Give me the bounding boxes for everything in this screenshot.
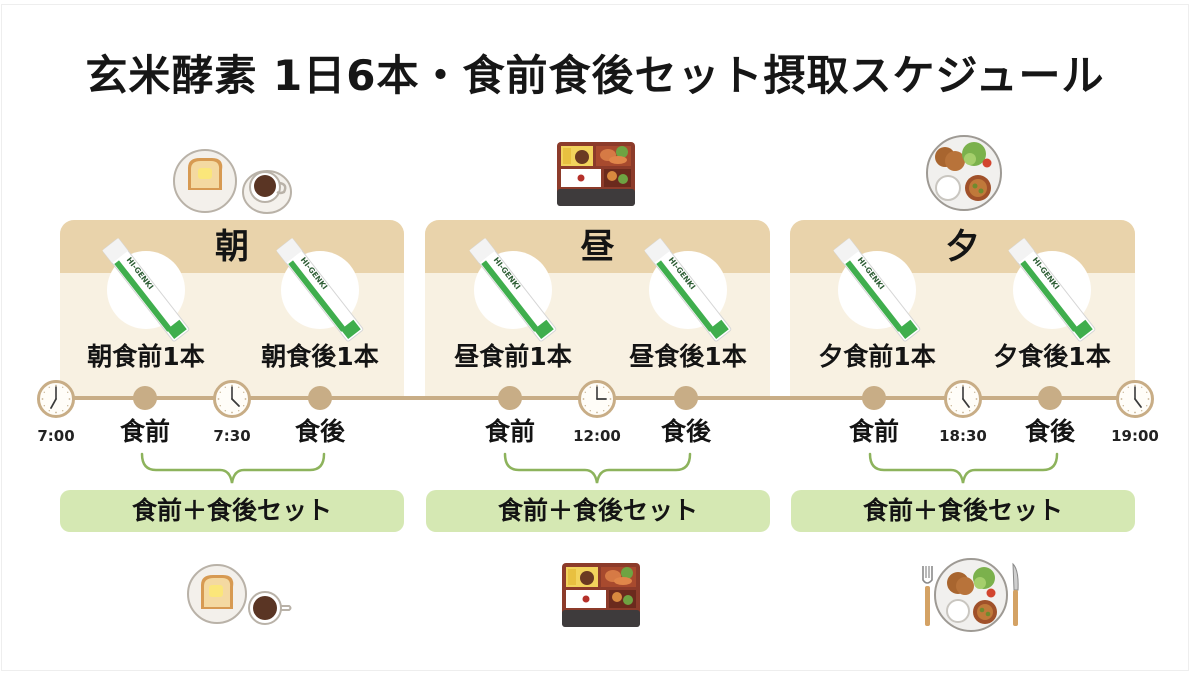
bracket-noon — [503, 452, 692, 484]
clock-icon — [944, 380, 982, 418]
page-title: 玄米酵素 1日6本・食前食後セット摂取スケジュール — [85, 51, 1105, 100]
timeline-dot — [133, 386, 157, 410]
image-frame — [1, 4, 1189, 671]
timing-label-before: 食前 — [119, 417, 170, 446]
product-stick-icon: HI-GENKI — [102, 238, 190, 342]
dinner-plate-icon — [926, 135, 1002, 211]
panel-title-evening: 夕 — [945, 227, 980, 267]
dinner-plate-cutlery-icon — [922, 558, 1019, 632]
product-stick-icon: HI-GENKI — [276, 238, 364, 342]
panel-title-noon: 昼 — [580, 227, 615, 267]
set-badge-morning: 食前＋食後セット — [60, 490, 404, 532]
time-label: 19:00 — [1111, 427, 1159, 445]
fork-icon — [922, 566, 933, 626]
clock-icon — [213, 380, 251, 418]
time-label: 18:30 — [939, 427, 987, 445]
toast-coffee-icon — [173, 149, 292, 214]
product-stick-icon: HI-GENKI — [469, 238, 557, 342]
timeline-dot — [1038, 386, 1062, 410]
toast-coffee-icon — [187, 564, 292, 625]
knife-icon — [1012, 562, 1019, 626]
timeline-dot — [308, 386, 332, 410]
timeline-dot — [862, 386, 886, 410]
bento-box-icon — [562, 563, 640, 627]
product-stick-icon: HI-GENKI — [1008, 238, 1096, 342]
timeline-dot — [498, 386, 522, 410]
bracket-evening — [868, 452, 1059, 484]
set-badge-noon: 食前＋食後セット — [426, 490, 770, 532]
timeline-dot — [674, 386, 698, 410]
clock-icon — [1116, 380, 1154, 418]
timing-label-before: 食前 — [848, 417, 899, 446]
dose-label: 朝食前1本 — [87, 342, 205, 371]
dose-label: 昼食前1本 — [454, 342, 572, 371]
timing-label-before: 食前 — [484, 417, 535, 446]
bracket-morning — [140, 452, 326, 484]
set-badge-evening: 食前＋食後セット — [791, 490, 1135, 532]
timing-label-after: 食後 — [294, 417, 345, 446]
timing-label-after: 食後 — [1024, 417, 1075, 446]
clock-icon — [37, 380, 75, 418]
product-stick-icon: HI-GENKI — [833, 238, 921, 342]
bento-box-icon — [557, 142, 635, 206]
dose-label: 昼食後1本 — [629, 342, 747, 371]
time-label: 12:00 — [573, 427, 621, 445]
clock-icon — [578, 380, 616, 418]
time-label: 7:30 — [213, 427, 251, 445]
time-label: 7:00 — [37, 427, 75, 445]
panel-title-morning: 朝 — [215, 227, 249, 267]
dose-label: 夕食前1本 — [818, 342, 936, 371]
dose-label: 朝食後1本 — [261, 342, 379, 371]
dose-label: 夕食後1本 — [993, 342, 1111, 371]
timing-label-after: 食後 — [660, 417, 711, 446]
